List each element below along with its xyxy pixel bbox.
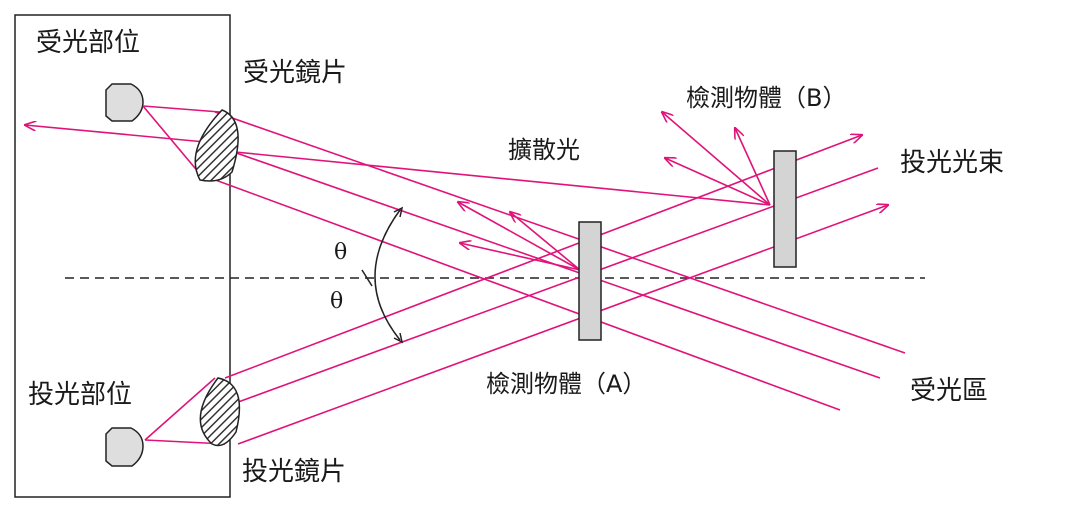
angle-arc	[374, 209, 401, 341]
receiver-element	[105, 83, 144, 122]
emitter-lens-label: 投光鏡片	[242, 457, 347, 487]
object-b	[773, 150, 797, 268]
object-a	[578, 221, 602, 341]
beam-label: 投光光束	[900, 148, 1005, 178]
sensor-housing	[14, 14, 231, 498]
ray-group	[25, 105, 906, 445]
receive-zone-label: 受光區	[910, 376, 989, 406]
angle-arrow-top	[393, 206, 404, 218]
object-b-label: 檢測物體（B）	[686, 84, 847, 112]
emitter-lens-icon	[199, 377, 241, 447]
angle-tick	[361, 269, 373, 287]
receiver-lens-icon	[194, 109, 239, 182]
angle-bottom-label: θ	[330, 289, 344, 314]
receiver-unit-label: 受光部位	[36, 28, 141, 58]
receiver-lens-label: 受光鏡片	[243, 58, 348, 88]
scattered-light-label: 擴散光	[508, 136, 580, 164]
angle-arrow-bottom	[393, 332, 404, 344]
emitter-unit-label: 投光部位	[28, 380, 133, 410]
angle-top-label: θ	[334, 240, 348, 265]
emitter-element	[105, 427, 144, 467]
object-a-label: 檢測物體（A）	[486, 370, 647, 398]
